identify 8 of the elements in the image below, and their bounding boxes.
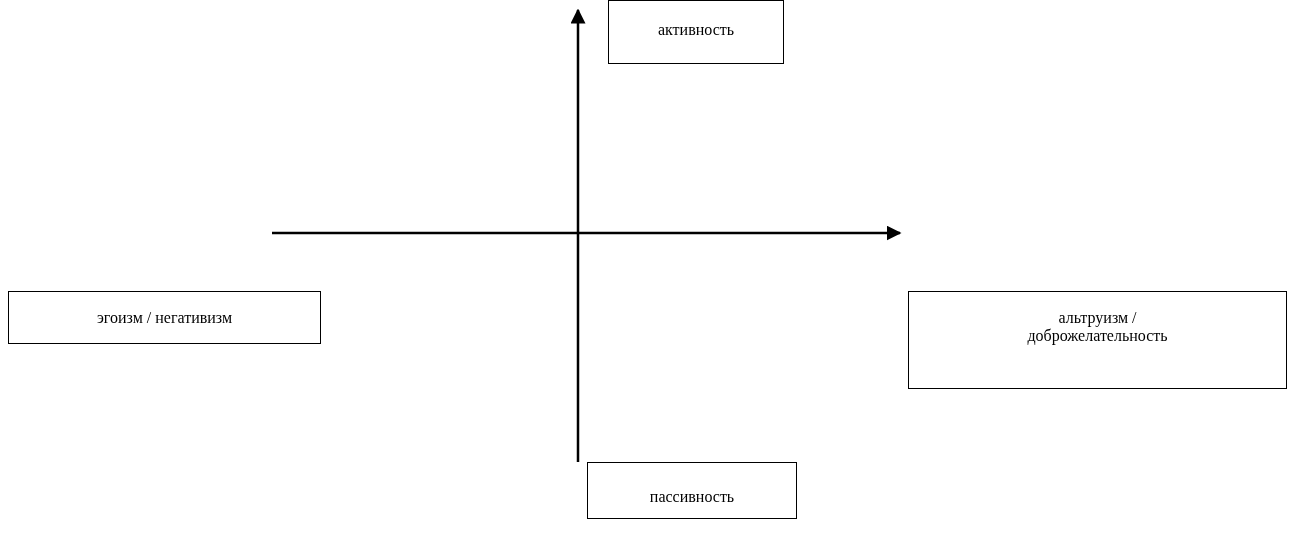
box-label: эгоизм / негативизм — [95, 309, 234, 327]
box-label: активность — [656, 21, 736, 39]
label-box — [908, 291, 1287, 389]
label-box — [587, 462, 797, 519]
label-box — [608, 0, 784, 64]
box-label: пассивность — [648, 488, 736, 506]
label-box — [8, 291, 321, 344]
box-label: альтруизм /доброжелательность — [1026, 309, 1169, 345]
